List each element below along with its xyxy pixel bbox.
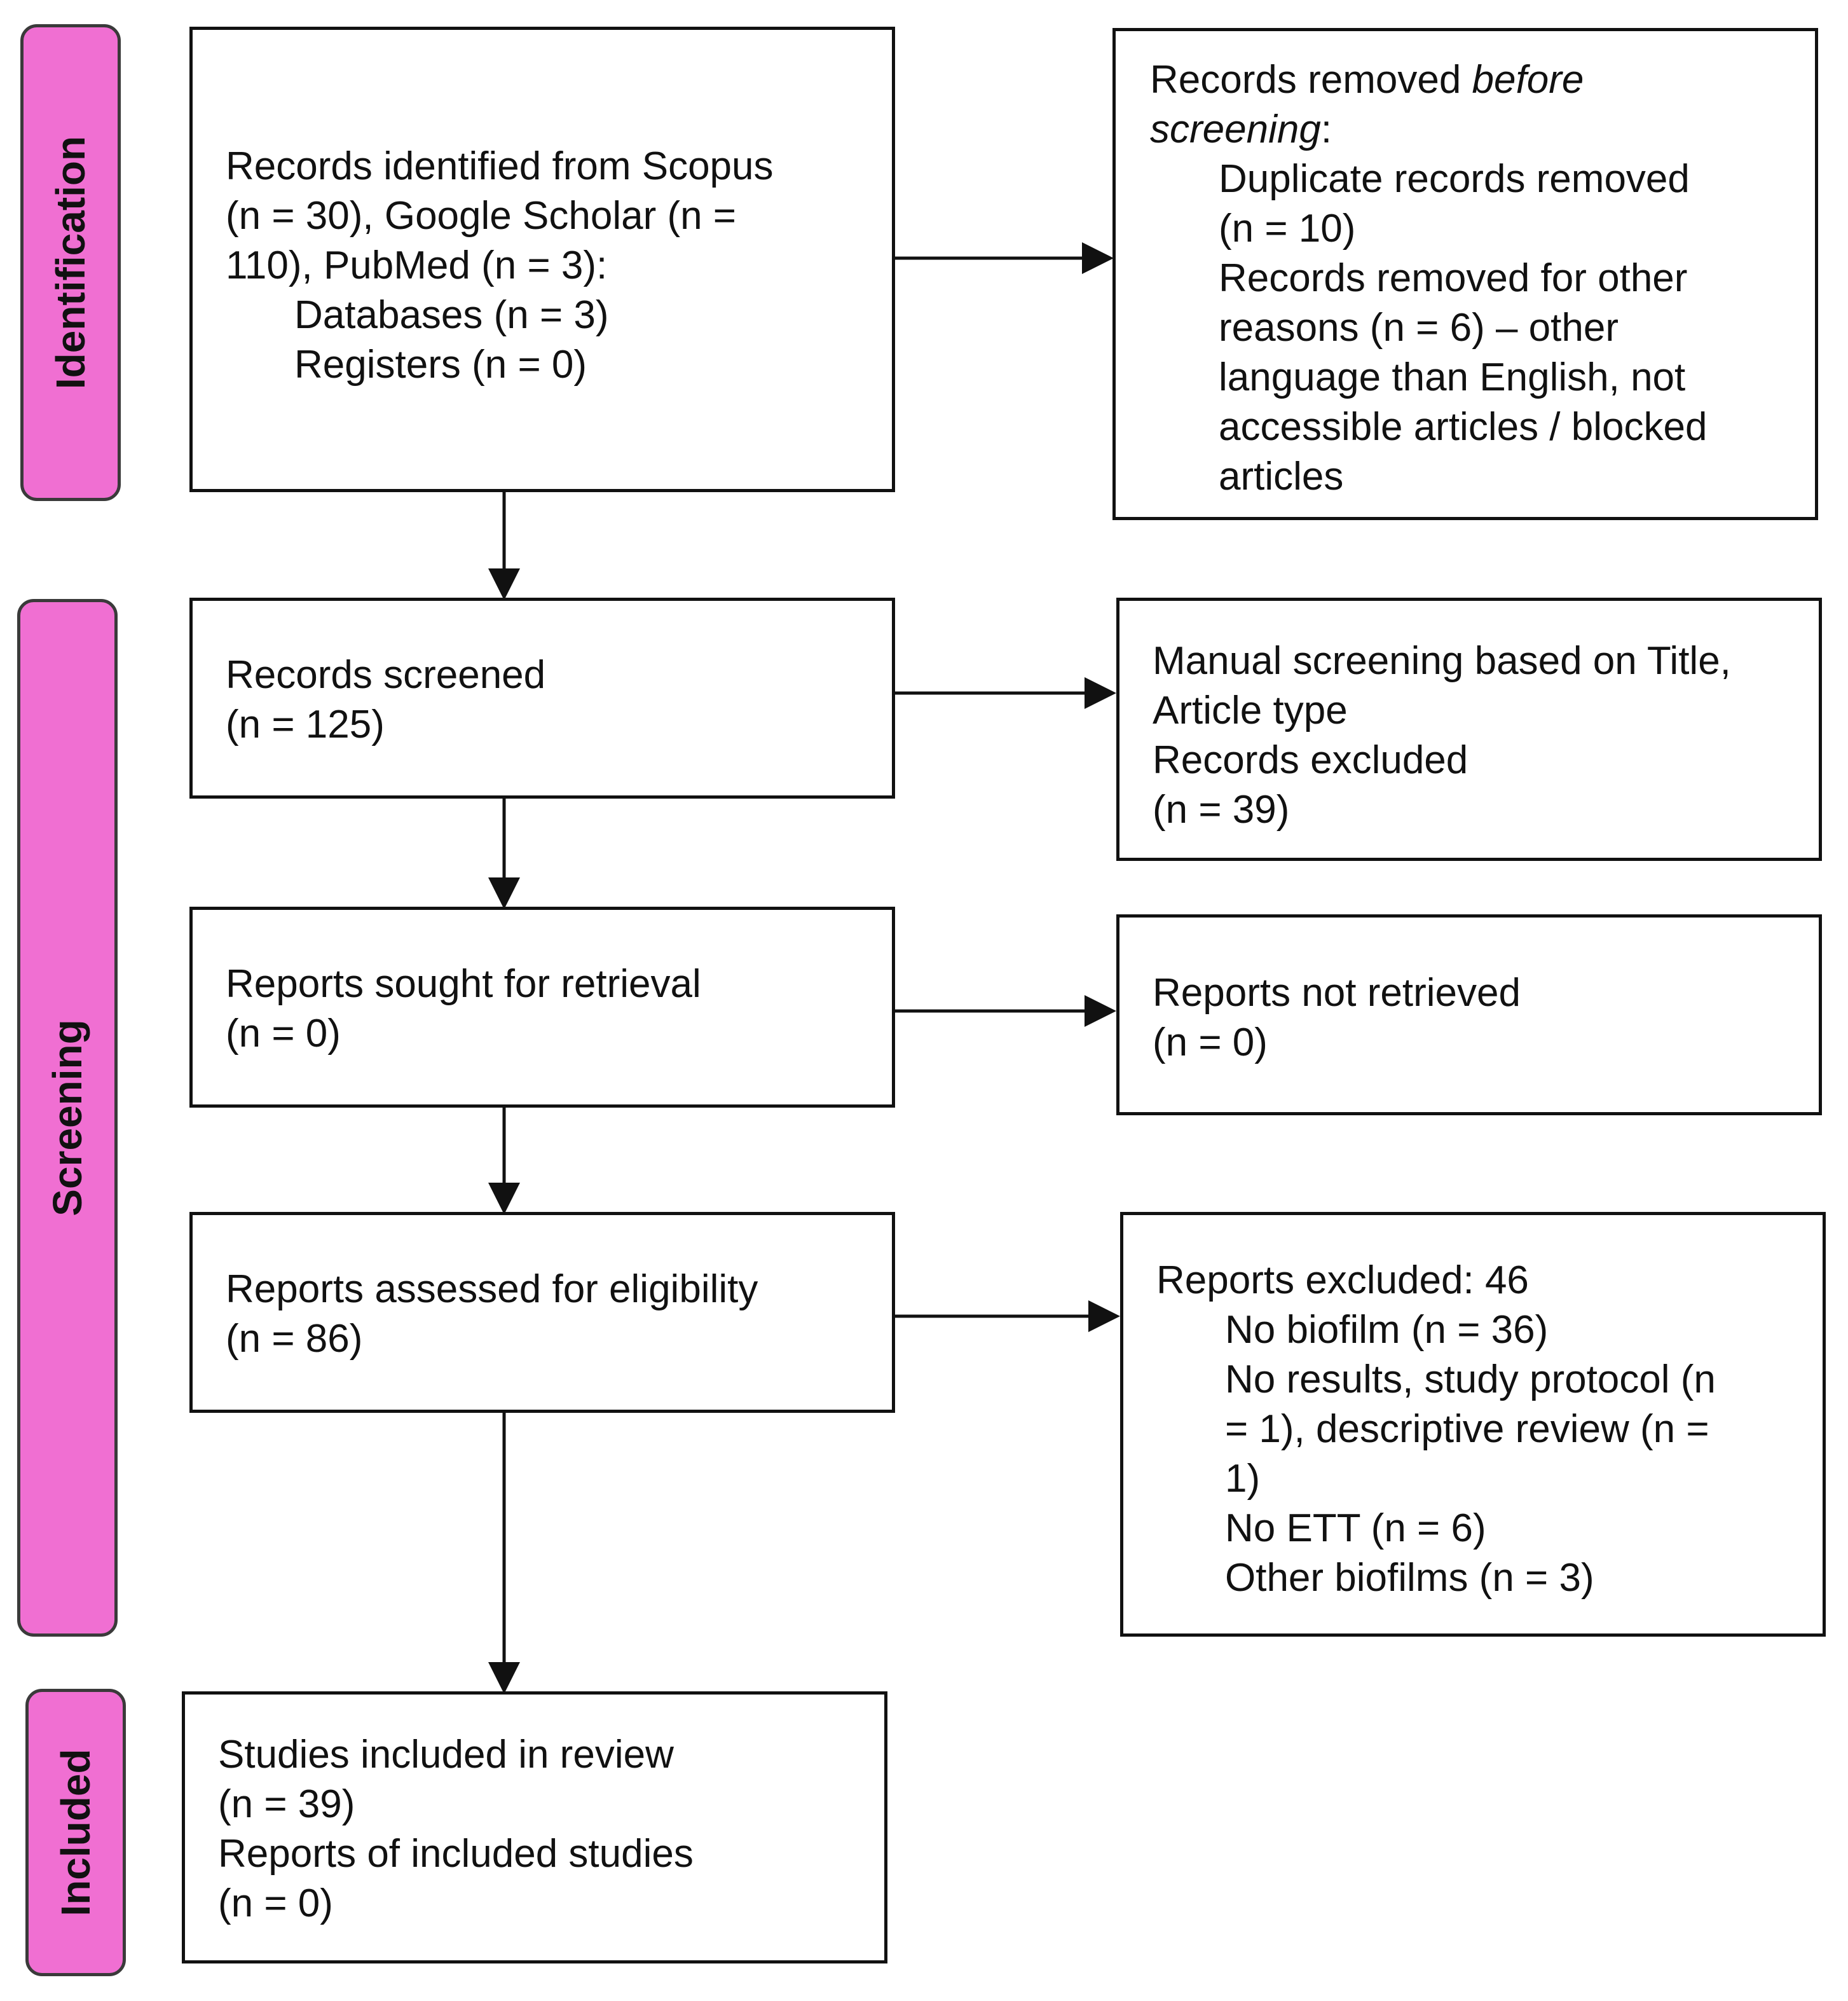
records-removed-title: Records removed before — [1150, 58, 1584, 102]
records-identified-line-2: (n = 30), Google Scholar (n = — [226, 194, 737, 238]
manual-screening-line-1: Manual screening based on Title, — [1153, 639, 1731, 683]
reports-assessed-label: Reports assessed for eligibility — [226, 1267, 758, 1311]
records-identified-line-1: Records identified from Scopus — [226, 144, 774, 188]
records-identified-line-3: 110), PubMed (n = 3): — [226, 244, 608, 287]
phase-included: Included — [25, 1689, 126, 1976]
studies-included-box: Studies included in review (n = 39) Repo… — [182, 1691, 887, 1963]
reports-included-count: (n = 0) — [218, 1881, 333, 1925]
records-excluded-count: (n = 39) — [1153, 788, 1290, 832]
reports-included-label: Reports of included studies — [218, 1832, 694, 1876]
reports-not-retrieved-box: Reports not retrieved (n = 0) — [1116, 914, 1822, 1115]
excluded-other-biofilms: Other biofilms (n = 3) — [1225, 1556, 1594, 1600]
reports-assessed-box: Reports assessed for eligibility (n = 86… — [189, 1212, 895, 1413]
other-reasons-removed-2: reasons (n = 6) – other — [1219, 306, 1619, 350]
manual-screening-line-2: Article type — [1153, 689, 1348, 732]
other-reasons-removed-1: Records removed for other — [1219, 256, 1688, 300]
records-removed-title-cont: screening: — [1150, 107, 1332, 151]
reports-assessed-count: (n = 86) — [226, 1317, 363, 1361]
excluded-no-ett: No ETT (n = 6) — [1225, 1506, 1486, 1550]
manual-screening-box: Manual screening based on Title, Article… — [1116, 598, 1822, 861]
records-identified-box: Records identified from Scopus (n = 30),… — [189, 27, 895, 492]
other-reasons-removed-5: articles — [1219, 455, 1344, 499]
reports-excluded-total: Reports excluded: 46 — [1156, 1258, 1529, 1302]
reports-not-retrieved-label: Reports not retrieved — [1153, 971, 1521, 1015]
excluded-no-results-2: = 1), descriptive review (n = — [1225, 1407, 1709, 1451]
reports-sought-label: Reports sought for retrieval — [226, 962, 701, 1006]
reports-not-retrieved-count: (n = 0) — [1153, 1021, 1268, 1064]
records-screened-label: Records screened — [226, 653, 546, 697]
records-removed-before-box: Records removed before screening: Duplic… — [1112, 28, 1818, 520]
excluded-no-results-3: 1) — [1225, 1457, 1261, 1501]
phase-identification: Identification — [20, 24, 121, 501]
studies-included-count: (n = 39) — [218, 1782, 355, 1826]
other-reasons-removed-4: accessible articles / blocked — [1219, 405, 1708, 449]
duplicates-removed: Duplicate records removed — [1219, 157, 1690, 201]
records-identified-registers: Registers (n = 0) — [294, 343, 587, 387]
reports-sought-box: Reports sought for retrieval (n = 0) — [189, 907, 895, 1108]
excluded-no-results-1: No results, study protocol (n — [1225, 1358, 1716, 1401]
excluded-no-biofilm: No biofilm (n = 36) — [1225, 1308, 1549, 1352]
other-reasons-removed-3: language than English, not — [1219, 355, 1686, 399]
records-screened-count: (n = 125) — [226, 703, 385, 746]
records-excluded-label: Records excluded — [1153, 738, 1468, 782]
studies-included-label: Studies included in review — [218, 1733, 674, 1777]
records-identified-databases: Databases (n = 3) — [294, 293, 609, 337]
reports-excluded-box: Reports excluded: 46 No biofilm (n = 36)… — [1120, 1212, 1826, 1637]
phase-screening: Screening — [17, 599, 118, 1637]
records-screened-box: Records screened (n = 125) — [189, 598, 895, 799]
duplicates-removed-count: (n = 10) — [1219, 207, 1356, 251]
reports-sought-count: (n = 0) — [226, 1012, 341, 1056]
